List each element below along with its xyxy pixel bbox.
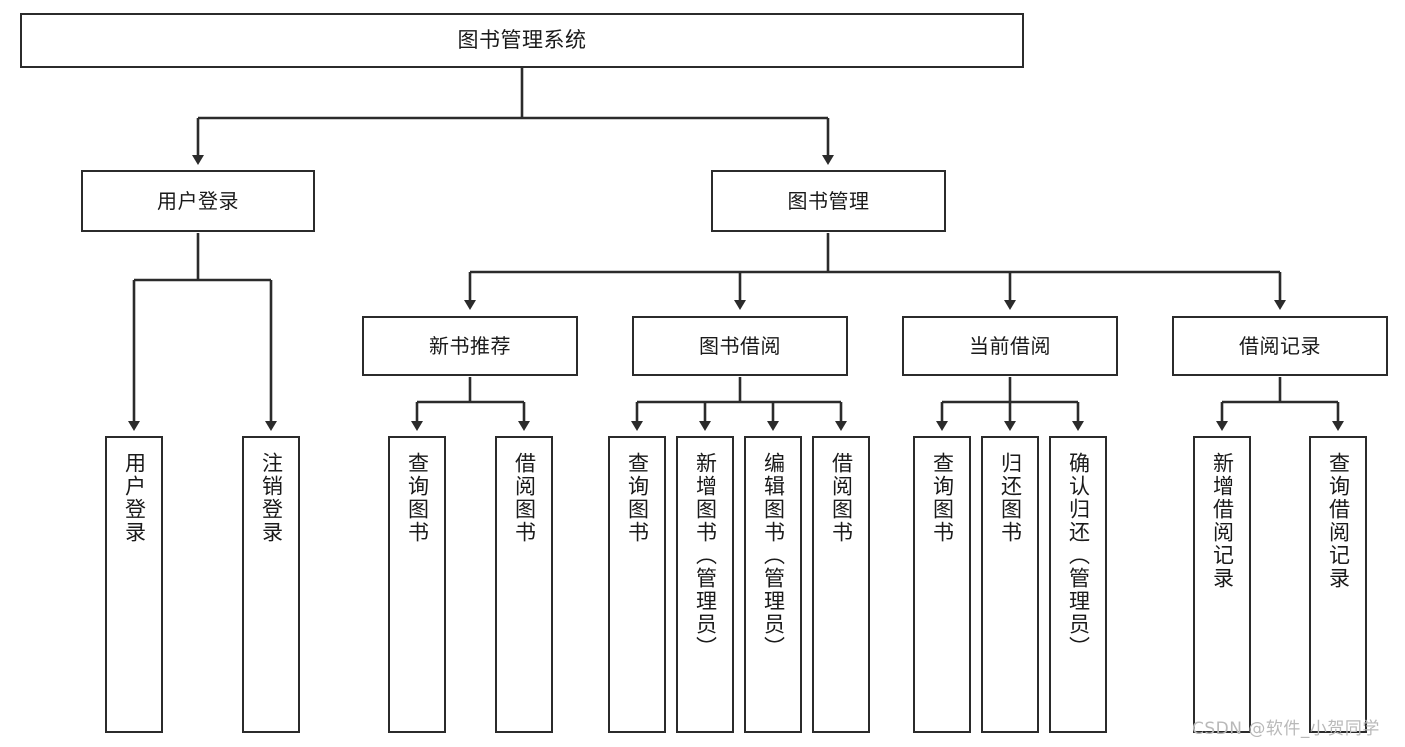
leaf-add-book[interactable]: 新增图书（管理员）	[676, 436, 734, 733]
leaf-query-record-label: 查询借阅记录	[1326, 452, 1351, 590]
node-book-borrow[interactable]: 图书借阅	[632, 316, 848, 376]
node-user-login-label: 用户登录	[157, 188, 239, 213]
leaf-query-book-2-label: 查询图书	[625, 452, 650, 544]
leaf-query-book-2[interactable]: 查询图书	[608, 436, 666, 733]
leaf-query-book-1-label: 查询图书	[405, 452, 430, 544]
node-root[interactable]: 图书管理系统	[20, 13, 1024, 68]
leaf-edit-book-label: 编辑图书（管理员）	[761, 452, 786, 659]
node-current-borrow[interactable]: 当前借阅	[902, 316, 1118, 376]
csdn-watermark: CSDN @软件_小贺同学	[1192, 719, 1380, 739]
node-book-borrow-label: 图书借阅	[699, 333, 781, 358]
leaf-borrow-book-2[interactable]: 借阅图书	[812, 436, 870, 733]
node-new-book-recommend-label: 新书推荐	[429, 333, 511, 358]
leaf-logout[interactable]: 注销登录	[242, 436, 300, 733]
leaf-query-book-3[interactable]: 查询图书	[913, 436, 971, 733]
node-borrow-record-label: 借阅记录	[1239, 333, 1321, 358]
leaf-add-record[interactable]: 新增借阅记录	[1193, 436, 1251, 733]
leaf-add-record-label: 新增借阅记录	[1210, 452, 1235, 590]
leaf-return-book[interactable]: 归还图书	[981, 436, 1039, 733]
leaf-add-book-label: 新增图书（管理员）	[693, 452, 718, 659]
leaf-confirm-return[interactable]: 确认归还（管理员）	[1049, 436, 1107, 733]
leaf-user-login[interactable]: 用户登录	[105, 436, 163, 733]
node-book-manage-label: 图书管理	[787, 188, 870, 213]
node-new-book-recommend[interactable]: 新书推荐	[362, 316, 578, 376]
node-current-borrow-label: 当前借阅	[969, 333, 1051, 358]
leaf-confirm-return-label: 确认归还（管理员）	[1066, 452, 1091, 659]
leaf-user-login-label: 用户登录	[122, 452, 147, 544]
leaf-logout-label: 注销登录	[259, 452, 284, 544]
node-user-login[interactable]: 用户登录	[81, 170, 315, 232]
node-book-manage[interactable]: 图书管理	[711, 170, 946, 232]
leaf-edit-book[interactable]: 编辑图书（管理员）	[744, 436, 802, 733]
leaf-borrow-book-1-label: 借阅图书	[512, 452, 537, 544]
node-borrow-record[interactable]: 借阅记录	[1172, 316, 1388, 376]
leaf-query-record[interactable]: 查询借阅记录	[1309, 436, 1367, 733]
leaf-query-book-3-label: 查询图书	[930, 452, 955, 544]
leaf-borrow-book-1[interactable]: 借阅图书	[495, 436, 553, 733]
leaf-return-book-label: 归还图书	[998, 452, 1023, 544]
leaf-query-book-1[interactable]: 查询图书	[388, 436, 446, 733]
node-root-label: 图书管理系统	[457, 27, 587, 52]
leaf-borrow-book-2-label: 借阅图书	[829, 452, 854, 544]
